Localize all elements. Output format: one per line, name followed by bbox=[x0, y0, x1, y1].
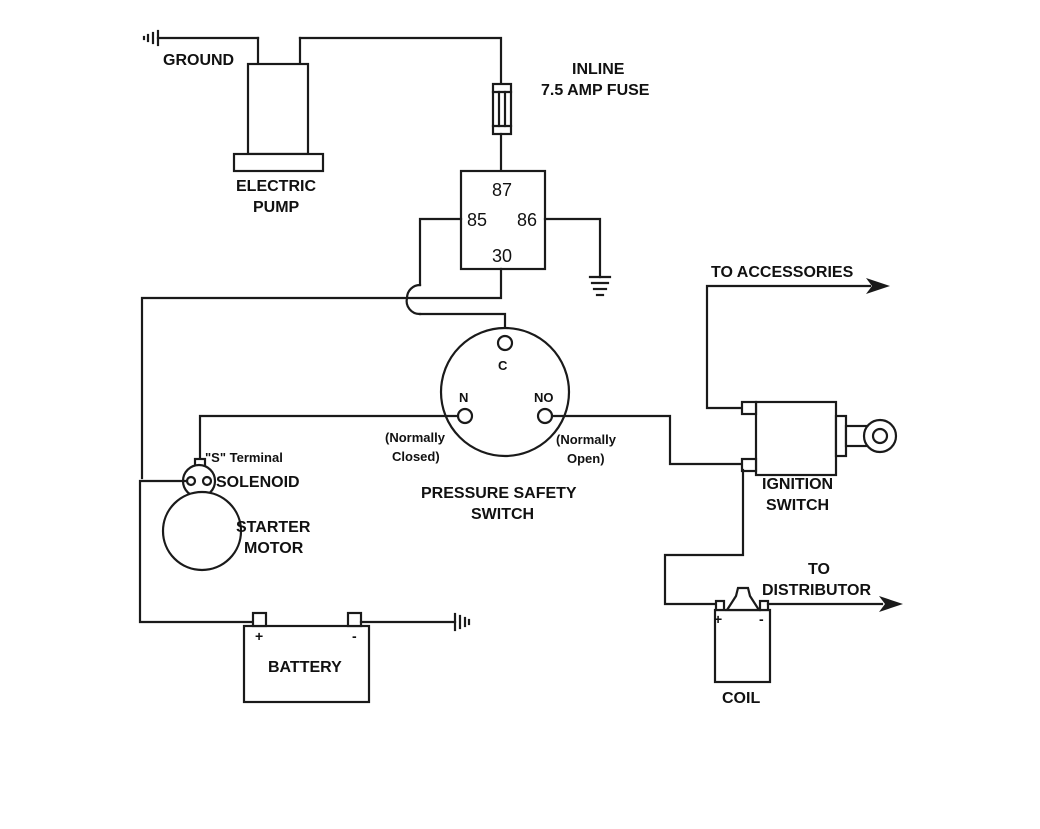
starter-motor-label-1: STARTER bbox=[236, 519, 311, 536]
switch-terminal-n bbox=[456, 407, 474, 425]
arrow-to-accessories bbox=[866, 278, 890, 294]
pressure-switch-label-1: PRESSURE SAFETY bbox=[421, 485, 577, 502]
ignition-key-hole bbox=[871, 427, 889, 445]
ignition-terminal-top bbox=[740, 400, 758, 416]
wire-relay85-down bbox=[418, 217, 463, 287]
inline-fuse-label-1: INLINE bbox=[572, 61, 625, 78]
starter-motor-label-2: MOTOR bbox=[244, 540, 304, 557]
wire-relay86-to-ground bbox=[543, 217, 602, 279]
inline-fuse bbox=[491, 82, 513, 136]
relay-terminal-30: 30 bbox=[492, 246, 512, 266]
to-distributor-label-2: DISTRIBUTOR bbox=[762, 582, 871, 599]
coil-post-negative bbox=[758, 599, 770, 612]
battery-minus-sign: - bbox=[352, 628, 357, 644]
battery-post-negative bbox=[346, 611, 363, 628]
wire-crossover-hop bbox=[405, 283, 422, 316]
solenoid-post-left bbox=[185, 475, 197, 487]
electric-pump-label-1: ELECTRIC bbox=[236, 178, 316, 195]
coil bbox=[713, 608, 772, 684]
coil-minus-sign: - bbox=[759, 611, 764, 627]
relay-terminal-87: 87 bbox=[492, 180, 512, 200]
ground-symbol-relay bbox=[588, 275, 612, 297]
inline-fuse-label-2: 7.5 AMP FUSE bbox=[541, 82, 650, 99]
coil-tower bbox=[724, 586, 762, 612]
normally-open-label-2: Open) bbox=[567, 451, 605, 466]
coil-label: COIL bbox=[722, 690, 760, 707]
wire-relay30-to-solenoid bbox=[140, 267, 503, 480]
ignition-key-collar bbox=[834, 414, 848, 458]
electric-pump bbox=[232, 36, 325, 173]
normally-closed-label-2: Closed) bbox=[392, 449, 440, 464]
wire-ignition-to-coil bbox=[663, 468, 745, 606]
to-distributor-label-1: TO bbox=[808, 561, 830, 578]
ignition-switch-label-2: SWITCH bbox=[766, 497, 829, 514]
battery-plus-sign: + bbox=[255, 628, 263, 644]
pressure-safety-switch bbox=[439, 326, 571, 458]
ground-symbol-pump bbox=[142, 29, 260, 47]
relay-terminal-86: 86 bbox=[517, 210, 537, 230]
relay-terminal-85: 85 bbox=[467, 210, 487, 230]
solenoid-post-right bbox=[201, 475, 213, 487]
battery-post-positive bbox=[251, 611, 268, 628]
electric-pump-label-2: PUMP bbox=[253, 199, 300, 216]
ground-symbol-battery bbox=[453, 612, 471, 632]
switch-label-c: C bbox=[498, 358, 508, 373]
arrow-to-distributor bbox=[879, 596, 903, 612]
ignition-terminal-bottom bbox=[740, 457, 758, 473]
switch-label-n: N bbox=[459, 390, 468, 405]
normally-open-label-1: (Normally bbox=[556, 432, 617, 447]
wire-pump-to-fuse bbox=[298, 36, 503, 86]
coil-post-positive bbox=[714, 599, 726, 612]
ground-label: GROUND bbox=[163, 52, 234, 69]
ignition-switch bbox=[754, 400, 838, 477]
wire-to-accessories bbox=[705, 284, 872, 410]
battery bbox=[242, 624, 371, 704]
solenoid-label: SOLENOID bbox=[216, 474, 300, 491]
pressure-switch-label-2: SWITCH bbox=[471, 506, 534, 523]
switch-label-no: NO bbox=[534, 390, 554, 405]
ignition-switch-label-1: IGNITION bbox=[762, 476, 833, 493]
to-accessories-label: TO ACCESSORIES bbox=[711, 264, 854, 281]
s-terminal-label: "S" Terminal bbox=[205, 450, 283, 465]
battery-label: BATTERY bbox=[268, 659, 342, 676]
wire-solenoid-to-battery bbox=[138, 479, 261, 624]
coil-plus-sign: + bbox=[714, 611, 722, 627]
normally-closed-label-1: (Normally bbox=[385, 430, 446, 445]
switch-terminal-no bbox=[536, 407, 554, 425]
switch-terminal-c bbox=[496, 334, 514, 352]
wire-no-to-ignition bbox=[550, 414, 745, 466]
wire-n-to-s-terminal bbox=[198, 414, 460, 461]
starter-motor bbox=[161, 490, 243, 572]
